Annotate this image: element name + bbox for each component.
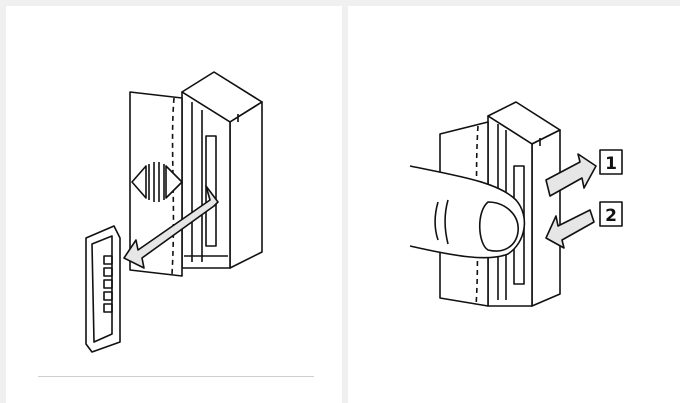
step-2-arrow — [545, 209, 595, 249]
card-insertion-illustration: 1 2 — [409, 101, 623, 307]
frame-top — [0, 0, 680, 6]
step-1-box — [599, 149, 623, 175]
device-body — [181, 71, 263, 269]
panel-divider — [342, 6, 348, 403]
step-1-arrow — [545, 153, 597, 197]
step-2-label: 2 — [605, 206, 617, 226]
memory-card — [85, 225, 121, 353]
caption-rule — [38, 376, 314, 377]
card-removal-illustration — [85, 71, 263, 353]
step-2-box — [599, 201, 623, 227]
finger-icon — [409, 165, 526, 259]
remove-arrow — [123, 185, 219, 269]
left-illustration-panel — [6, 6, 342, 403]
right-illustration-panel: 1 2 — [348, 6, 680, 403]
step-1-label: 1 — [605, 154, 617, 174]
frame-left — [0, 0, 6, 403]
